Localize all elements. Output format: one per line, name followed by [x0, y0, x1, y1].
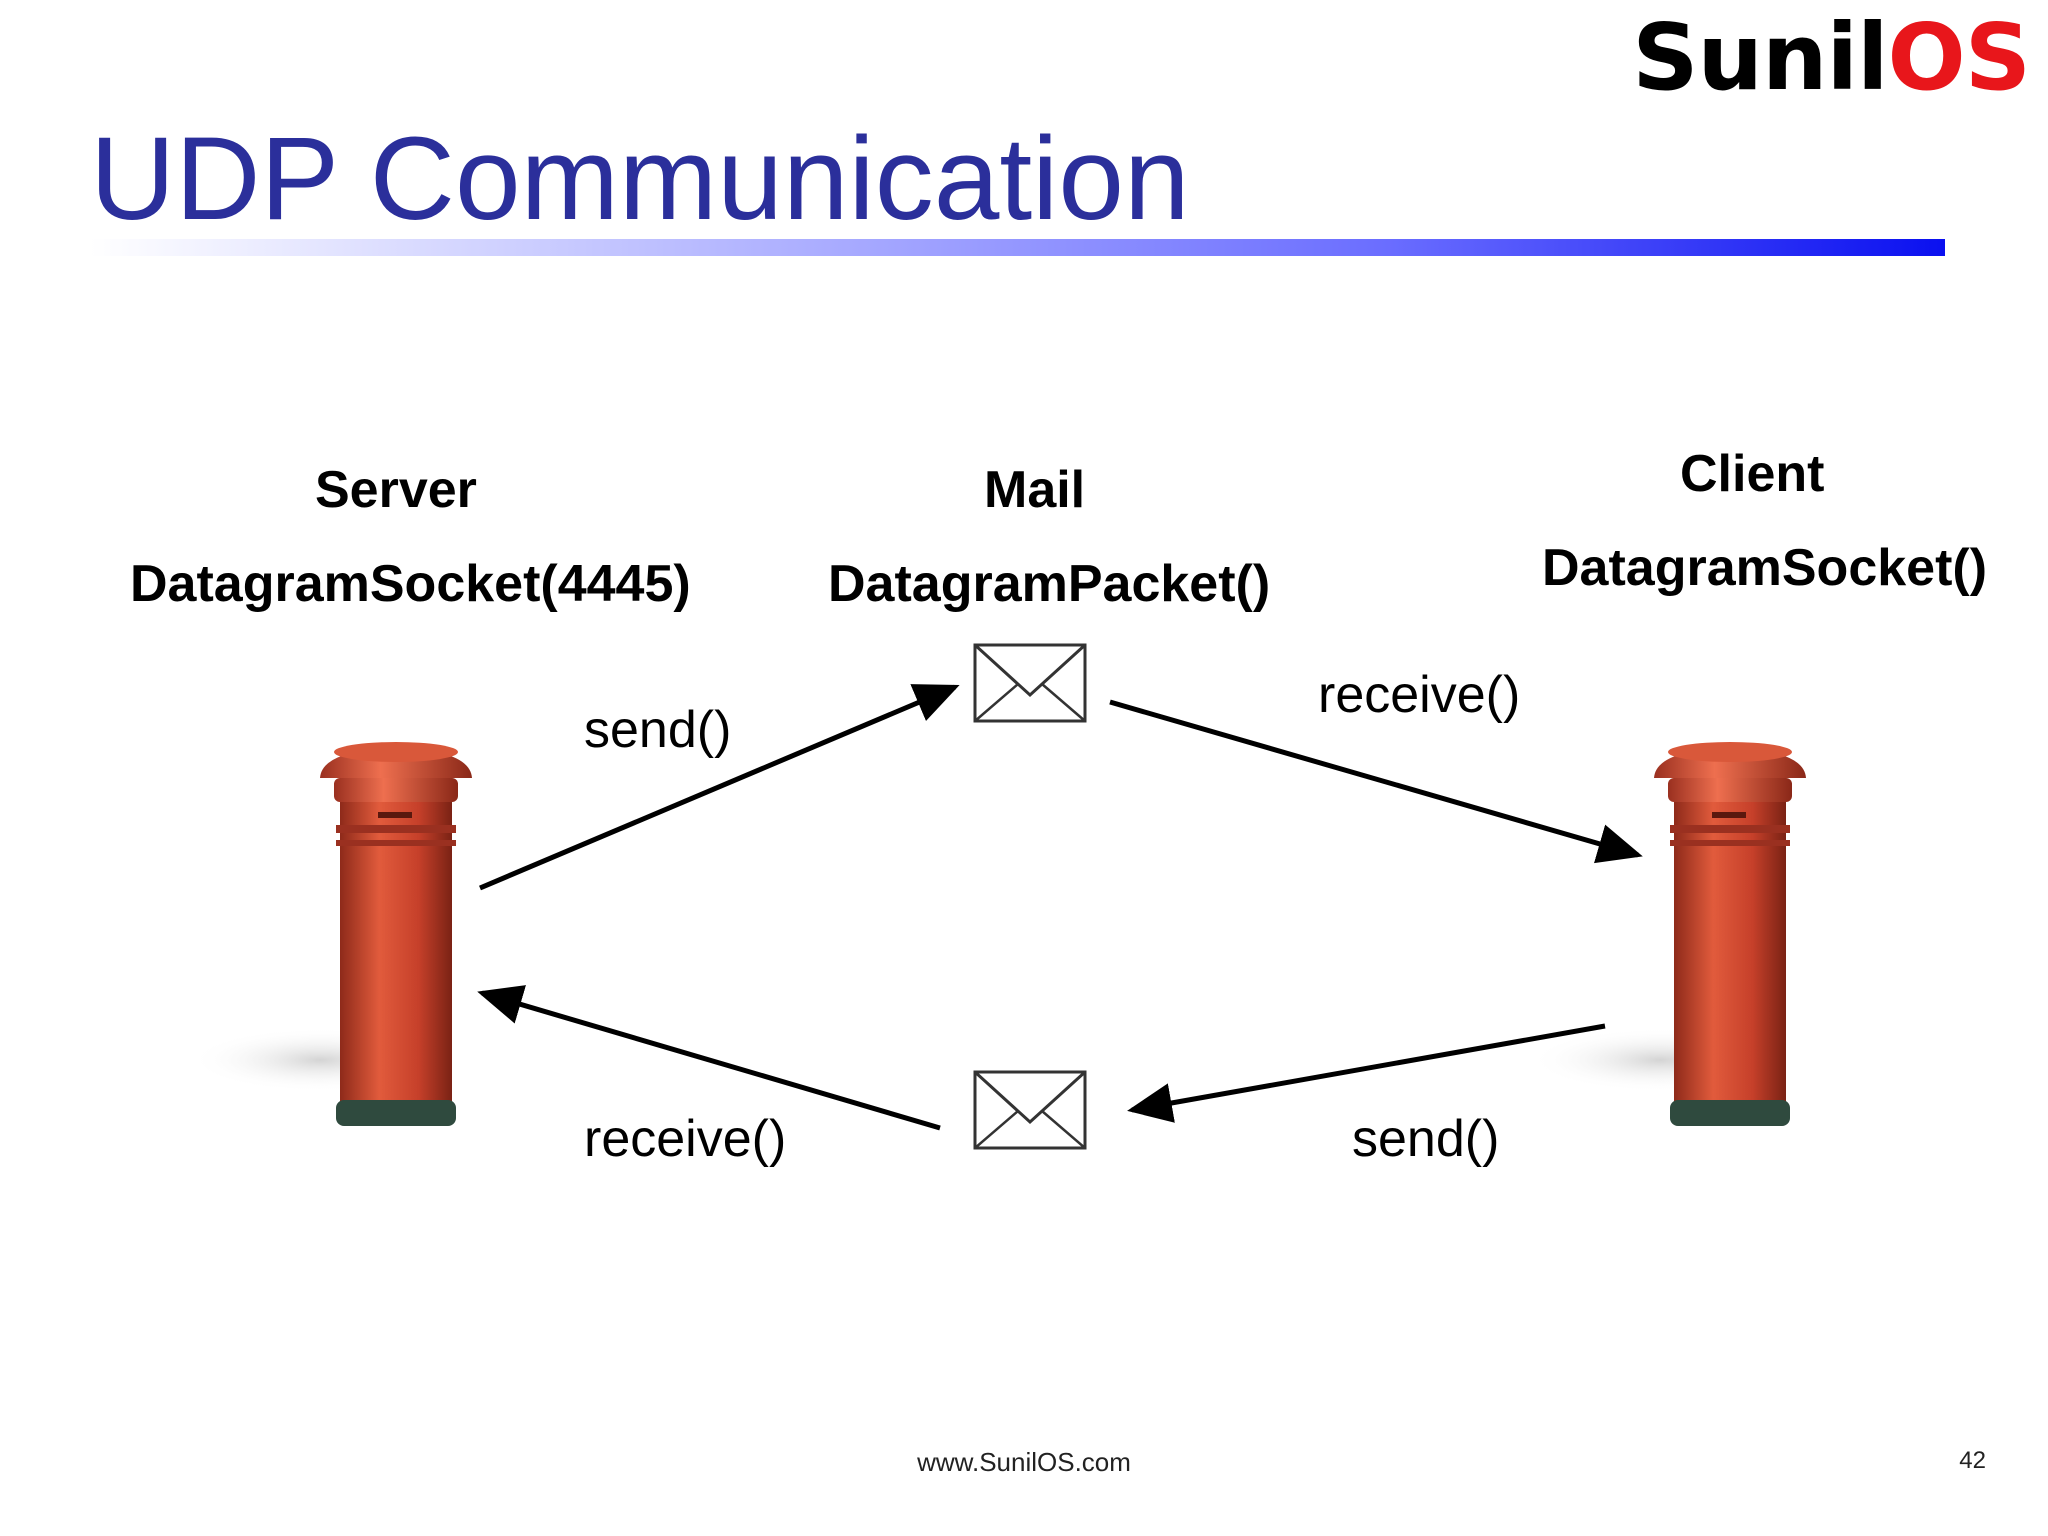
arrow-client-to-mail [1127, 1023, 1606, 1123]
slide-title: UDP Communication [90, 113, 1190, 245]
envelope-icon [973, 643, 1087, 723]
server-receive-label: receive() [584, 1110, 787, 1168]
client-receive-label: receive() [1318, 666, 1521, 724]
logo-text-os: OS [1887, 4, 2031, 111]
envelope-icon [973, 1070, 1087, 1150]
logo-text-sunil: Sunil [1632, 4, 1888, 111]
mail-heading: Mail [984, 461, 1086, 519]
arrow-server-to-mail [479, 684, 960, 891]
sunilos-logo: SunilOS [1632, 12, 2031, 104]
title-underline [90, 239, 1945, 256]
footer-url: www.SunilOS.com [917, 1447, 1131, 1477]
server-postbox-icon [190, 742, 472, 1126]
page-number: 42 [1959, 1447, 1986, 1474]
server-send-label: send() [584, 701, 732, 759]
client-heading: Client [1680, 445, 1825, 503]
server-socket-label: DatagramSocket(4445) [130, 555, 691, 613]
client-send-label: send() [1352, 1110, 1500, 1168]
arrow-mail-to-client [1109, 699, 1643, 864]
server-heading: Server [315, 461, 477, 519]
client-socket-label: DatagramSocket() [1542, 539, 1988, 597]
arrow-mail-to-server [477, 985, 941, 1131]
client-postbox-icon [1530, 742, 1806, 1126]
mail-packet-label: DatagramPacket() [828, 555, 1271, 613]
